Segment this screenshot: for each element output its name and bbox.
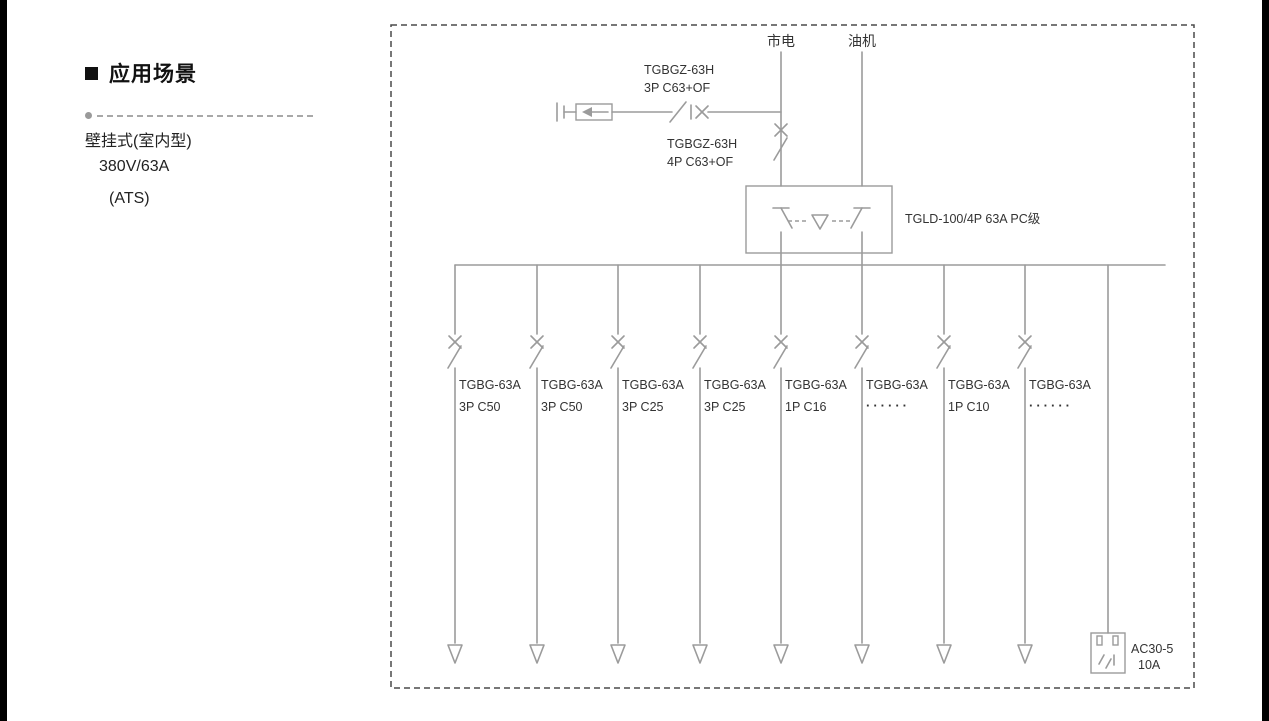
spd-breaker-spec-label: 3P C63+OF bbox=[644, 81, 710, 95]
socket-branch: AC30-5 10A bbox=[1090, 264, 1173, 674]
branch-model-label: TGBG-63A bbox=[785, 378, 847, 392]
branch-spec-label: ······ bbox=[1029, 398, 1073, 413]
divider-dot-icon bbox=[85, 112, 92, 119]
dotted-divider bbox=[85, 110, 313, 120]
load-arrow-icon bbox=[773, 644, 789, 664]
branch-spec-label: ······ bbox=[866, 398, 910, 413]
ground-icon bbox=[556, 102, 565, 122]
load-arrow-icon bbox=[854, 644, 870, 664]
branch-circuit: TGBG-63A 1P C10 bbox=[936, 264, 1010, 664]
right-edge-bar bbox=[1262, 0, 1269, 721]
breaker-icon bbox=[610, 335, 625, 369]
branch-model-label: TGBG-63A bbox=[866, 378, 928, 392]
branch-circuit: TGBG-63A 1P C16 bbox=[773, 264, 847, 664]
main-breaker-spec-label: 4P C63+OF bbox=[667, 155, 733, 169]
branch-circuit: TGBG-63A 3P C25 bbox=[692, 264, 766, 664]
branch-spec-label: 1P C10 bbox=[948, 400, 990, 414]
socket-rating-label: 10A bbox=[1138, 658, 1161, 672]
branch-model-label: TGBG-63A bbox=[541, 378, 603, 392]
load-arrow-icon bbox=[447, 644, 463, 664]
socket-model-label: AC30-5 bbox=[1131, 642, 1173, 656]
branch-spec-label: 3P C25 bbox=[704, 400, 746, 414]
spec-voltage-current: 380V/63A bbox=[99, 158, 170, 175]
branch-spec-label: 3P C25 bbox=[622, 400, 664, 414]
load-arrow-icon bbox=[936, 644, 952, 664]
diagram-border bbox=[390, 24, 1195, 689]
load-arrow-icon bbox=[1017, 644, 1033, 664]
section-heading-label: 应用场景 bbox=[109, 63, 197, 86]
main-breaker-model-label: TGBGZ-63H bbox=[667, 137, 737, 151]
branch-circuit: TGBG-63A 3P C50 bbox=[447, 264, 521, 664]
branch-circuit: TGBG-63A ······ bbox=[854, 264, 928, 664]
spd-breaker-icon bbox=[669, 101, 709, 123]
main-breaker-icon bbox=[773, 123, 788, 161]
branch-model-label: TGBG-63A bbox=[622, 378, 684, 392]
surge-protector-icon bbox=[575, 103, 613, 121]
divider-dashes bbox=[97, 115, 313, 117]
section-bullet-icon bbox=[85, 66, 98, 80]
branch-circuit: TGBG-63A 3P C25 bbox=[610, 264, 684, 664]
breaker-icon bbox=[692, 335, 707, 369]
spec-mount-type: 壁挂式(室内型) bbox=[85, 133, 192, 150]
spd-breaker-model-label: TGBGZ-63H bbox=[644, 63, 714, 77]
breaker-icon bbox=[447, 335, 462, 369]
breaker-icon bbox=[529, 335, 544, 369]
branch-model-label: TGBG-63A bbox=[948, 378, 1010, 392]
branch-model-label: TGBG-63A bbox=[704, 378, 766, 392]
branch-spec-label: 3P C50 bbox=[541, 400, 583, 414]
branch-model-label: TGBG-63A bbox=[459, 378, 521, 392]
ats-switch bbox=[745, 185, 893, 266]
branch-circuit: TGBG-63A 3P C50 bbox=[529, 264, 603, 664]
generator-source-label: 油机 bbox=[848, 33, 876, 49]
branch-spec-label: 3P C50 bbox=[459, 400, 501, 414]
load-arrow-icon bbox=[692, 644, 708, 664]
ats-model-label: TGLD-100/4P 63A PC级 bbox=[905, 212, 1041, 226]
branch-circuit: TGBG-63A ······ bbox=[1017, 264, 1091, 664]
breaker-icon bbox=[773, 335, 788, 369]
branch-model-label: TGBG-63A bbox=[1029, 378, 1091, 392]
interlock-triangle-icon bbox=[811, 214, 829, 230]
breaker-icon bbox=[936, 335, 951, 369]
load-arrow-icon bbox=[529, 644, 545, 664]
mains-source-label: 市电 bbox=[767, 33, 795, 49]
load-arrow-icon bbox=[610, 644, 626, 664]
spd-branch bbox=[556, 101, 782, 123]
left-edge-bar bbox=[0, 0, 7, 721]
section-heading: 应用场景 bbox=[85, 58, 197, 88]
branch-spec-label: 1P C16 bbox=[785, 400, 827, 414]
spec-ats: (ATS) bbox=[109, 190, 150, 207]
breaker-icon bbox=[1017, 335, 1032, 369]
socket-icon bbox=[1090, 632, 1126, 674]
breaker-icon bbox=[854, 335, 869, 369]
